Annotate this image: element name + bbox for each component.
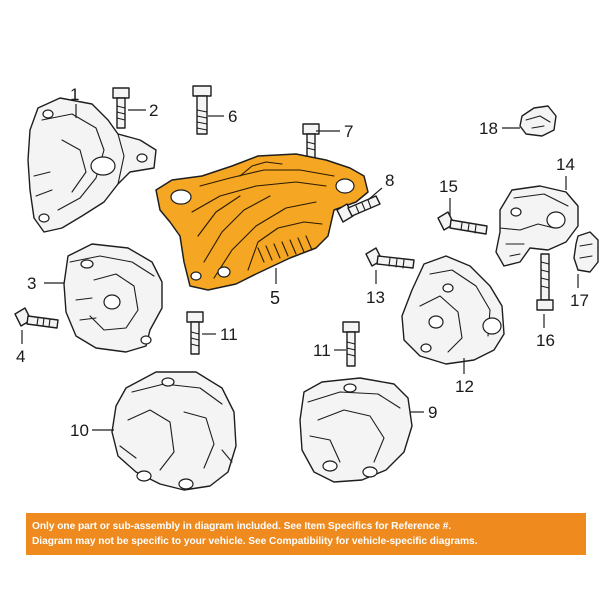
part-7-bolt — [302, 123, 320, 159]
part-13-bolt — [365, 247, 415, 269]
part-2-bolt — [112, 87, 130, 129]
callout-3: 3 — [27, 274, 36, 293]
part-11-bolt-lower — [342, 321, 360, 367]
callout-12: 12 — [455, 377, 474, 396]
callout-11-upper: 11 — [220, 325, 238, 344]
part-6-bolt — [192, 85, 212, 135]
part-15-bolt — [437, 211, 488, 235]
callout-14: 14 — [556, 155, 575, 174]
part-18-clip — [519, 105, 557, 137]
callout-8: 8 — [385, 171, 394, 190]
part-9-mount — [299, 377, 413, 483]
callout-16: 16 — [536, 331, 555, 350]
part-5-transmission-mount-highlighted — [155, 153, 369, 291]
callout-numbers: 1 2 3 4 5 6 7 8 9 10 11 11 12 13 14 15 1… — [16, 85, 589, 440]
part-16-stud-bolt — [536, 253, 554, 311]
callout-9: 9 — [428, 403, 437, 422]
part-10-mount — [111, 371, 237, 491]
part-8-bolt — [336, 195, 381, 223]
leader-lines — [21, 104, 579, 431]
part-14-bracket — [495, 185, 579, 267]
callout-18: 18 — [479, 119, 498, 138]
callout-2: 2 — [149, 101, 158, 120]
callout-4: 4 — [16, 347, 25, 366]
callout-5: 5 — [270, 288, 280, 308]
callout-11-lower: 11 — [313, 341, 331, 360]
callout-7: 7 — [344, 122, 353, 141]
callout-1: 1 — [70, 85, 79, 104]
part-17-clip — [573, 231, 599, 273]
disclaimer-line-2: Diagram may not be specific to your vehi… — [32, 536, 478, 547]
disclaimer-line-1: Only one part or sub-assembly in diagram… — [32, 521, 452, 532]
part-3-mount — [63, 243, 163, 353]
leader-8 — [367, 187, 383, 201]
callout-15: 15 — [439, 177, 458, 196]
part-1-mount-bracket — [27, 97, 157, 233]
callout-10: 10 — [70, 421, 89, 440]
part-11-bolt-upper — [186, 311, 204, 355]
disclaimer-banner: Only one part or sub-assembly in diagram… — [26, 513, 586, 555]
callout-17: 17 — [570, 291, 589, 310]
callout-6: 6 — [228, 107, 237, 126]
part-4-bolt — [14, 307, 59, 329]
callout-13: 13 — [366, 288, 385, 307]
part-12-bracket — [401, 255, 505, 365]
